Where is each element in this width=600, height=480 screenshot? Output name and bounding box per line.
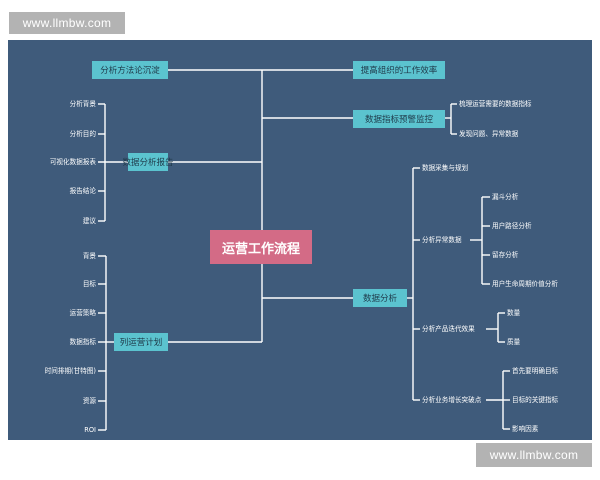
analysis-growth: 分析业务增长突破点	[422, 396, 482, 404]
growth-child-1: 首先要明确目标	[512, 367, 559, 375]
growth-child-2: 目标的关键指标	[512, 396, 559, 404]
plan-child-4: 数据指标	[69, 338, 96, 346]
anomaly-child-1: 漏斗分析	[492, 193, 519, 201]
analysis-anomaly: 分析异常数据	[422, 236, 462, 244]
watermark-top: www.llmbw.com	[9, 12, 125, 34]
mindmap-canvas: 运营工作流程 分析方法论沉淀 提高组织的工作效率 数据指标预警监控 梳理运营需要…	[8, 40, 592, 440]
monitoring-child-1: 梳理运营需要的数据指标	[459, 100, 532, 108]
center-node[interactable]: 运营工作流程	[210, 230, 312, 264]
anomaly-child-4: 用户生命周期价值分析	[492, 280, 558, 288]
efficiency-node[interactable]: 提高组织的工作效率	[353, 61, 445, 79]
iteration-child-1: 数量	[507, 309, 521, 317]
monitoring-node[interactable]: 数据指标预警监控	[353, 110, 445, 128]
plan-child-3: 运营策略	[69, 309, 96, 317]
plan-child-2: 目标	[82, 280, 96, 288]
methods-node[interactable]: 分析方法论沉淀	[92, 61, 168, 79]
plan-child-1: 背景	[82, 252, 96, 260]
report-child-1: 分析背景	[69, 100, 96, 108]
anomaly-child-2: 用户路径分析	[492, 222, 532, 230]
watermark-bottom: www.llmbw.com	[476, 443, 592, 467]
iteration-child-2: 质量	[507, 338, 521, 346]
plan-child-5: 时间排期(甘特图)	[44, 367, 96, 375]
report-child-5: 建议	[82, 217, 96, 225]
connector-lines	[98, 69, 510, 431]
growth-child-3: 影响因素	[512, 425, 539, 433]
plan-child-7: ROI	[84, 426, 96, 434]
analysis-collect: 数据采集与规划	[422, 164, 469, 172]
plan-child-6: 资源	[82, 397, 96, 405]
report-child-3: 可视化数据报表	[49, 158, 96, 166]
report-node[interactable]: 数据分析报告	[123, 153, 174, 171]
monitoring-child-2: 发现问题、异常数据	[459, 130, 519, 138]
analysis-iteration: 分析产品迭代效果	[422, 325, 475, 333]
report-child-4: 报告结论	[69, 187, 96, 195]
anomaly-child-3: 留存分析	[492, 251, 519, 259]
report-child-2: 分析目的	[69, 130, 96, 138]
analysis-node[interactable]: 数据分析	[353, 289, 407, 307]
plan-node[interactable]: 列运营计划	[114, 333, 168, 351]
